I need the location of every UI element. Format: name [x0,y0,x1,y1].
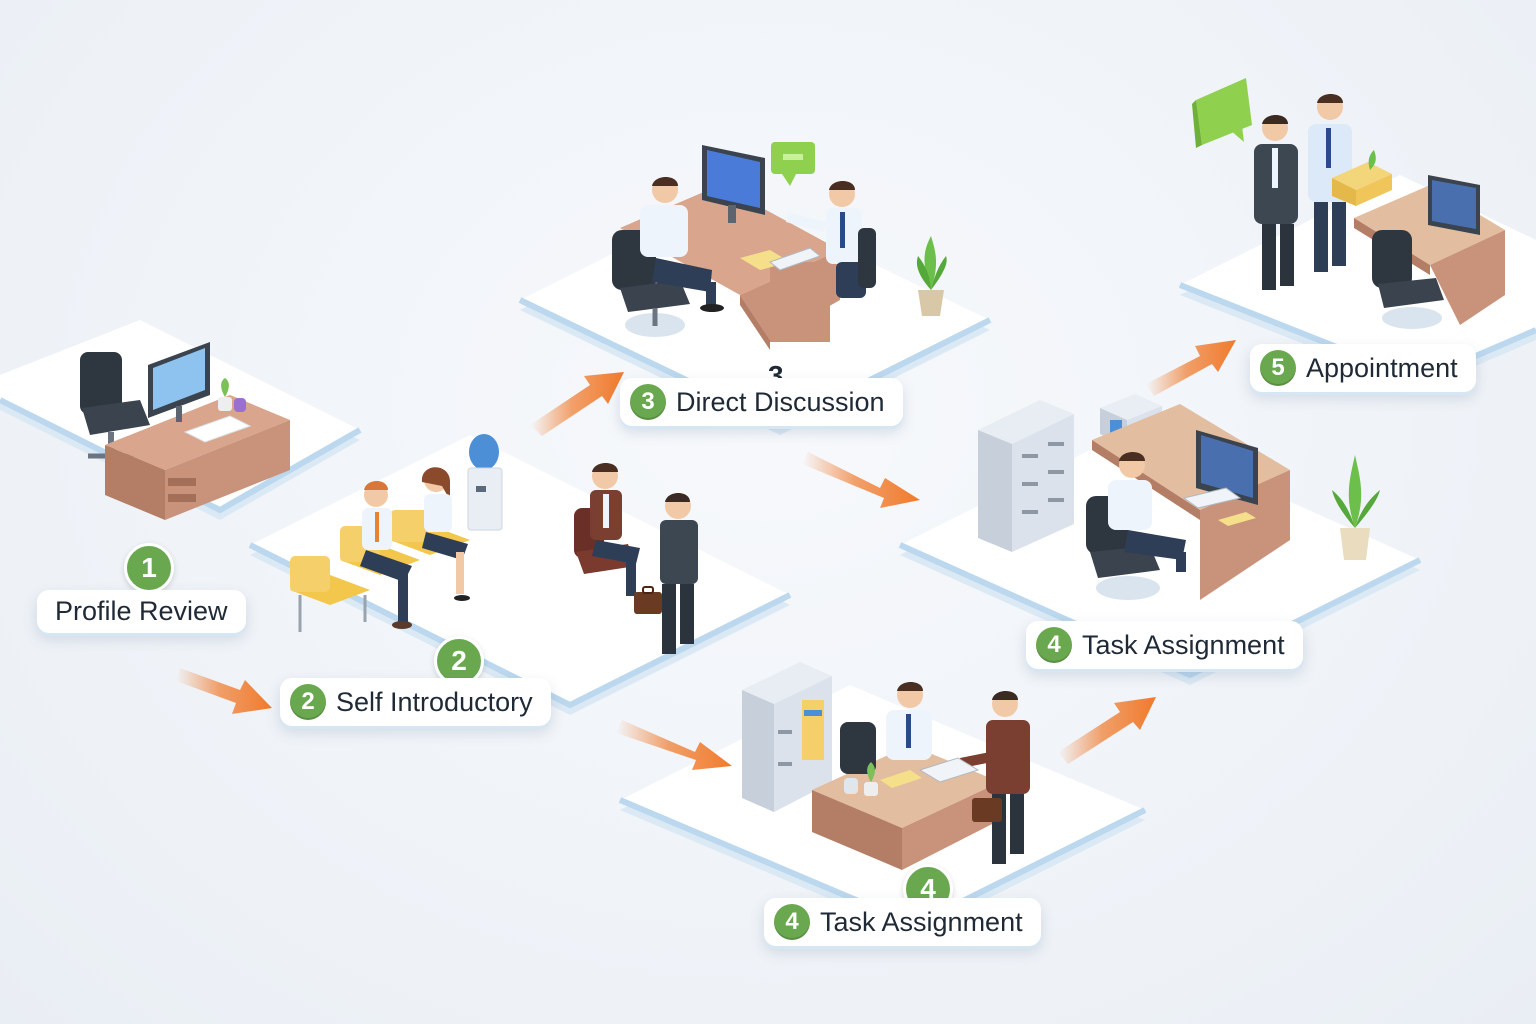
flow-arrow-4-5 [1146,340,1236,396]
briefcase-icon [634,586,662,614]
flow-arrow-4b-4 [1058,697,1156,764]
flow-arrow-3-4 [802,452,920,508]
step-4-label-text-bottom: Task Assignment [820,906,1023,937]
water-cooler-icon [467,434,503,531]
step-4-label-text-right: Task Assignment [1082,629,1285,660]
candidate-icon [786,181,876,298]
speech-bubble-icon [771,142,815,186]
briefcase-icon [972,798,1002,822]
platform-self-introductory [248,435,792,715]
monitor-icon [1196,430,1258,505]
seated-woman-icon [421,467,470,601]
task-assignment-right-scene [978,394,1380,600]
waiting-room-scene [290,434,698,654]
step-5-label-text: Appointment [1306,352,1458,383]
task-assignment-bottom-scene [742,662,1030,870]
step-3-label: 3 Direct Discussion [620,378,903,426]
paper-icon [183,415,252,443]
folder-icon [1218,512,1256,526]
step-4-badge-bottom: 4 [774,904,810,940]
notebook-icon [768,247,822,271]
step-2-badge: 2 [290,684,326,720]
step-4-label-bottom: 4 Task Assignment [764,898,1041,946]
mug-icon [234,398,246,412]
step-5-label: 5 Appointment [1250,344,1476,392]
paper-icon [918,757,980,783]
flow-arrow-2-3 [530,372,624,436]
monitor-icon [148,342,210,422]
profile-review-desk-scene [80,342,290,520]
box-icon [1332,150,1392,206]
mug-icon [844,778,858,794]
plant-icon [916,236,947,316]
office-chair-icon [1372,230,1444,329]
step-4-label-right: 4 Task Assignment [1026,621,1303,669]
step-1-label-text: Profile Review [55,596,228,626]
monitor-icon [702,145,765,223]
step-3-badge: 3 [630,384,666,420]
manager-in-suit-icon [1254,115,1298,290]
plant-icon [218,378,232,411]
monitor-icon [1428,175,1480,235]
direct-discussion-scene [612,142,947,350]
seated-man-icon [360,481,412,629]
filing-cabinet-icon [742,662,832,812]
step-2-label: 2 Self Introductory [280,678,551,726]
flow-arrow-2-4b [616,720,732,770]
step-1-label: Profile Review [37,590,246,633]
speech-bubble-icon [1192,78,1252,148]
step-3-label-text: Direct Discussion [676,386,885,417]
step-5-badge: 5 [1260,350,1296,386]
office-chair-icon [840,722,876,774]
step-1-badge-floating: 1 [124,543,174,593]
desk-icon [105,395,290,520]
plant-icon [864,762,878,796]
seated-interviewer-icon [640,177,724,312]
step-4-badge-right: 4 [1036,627,1072,663]
seated-worker-icon [1108,452,1186,572]
flow-arrow-1-2 [176,668,272,714]
plant-icon [1332,455,1380,560]
seated-manager-icon [886,682,932,760]
appointment-scene [1192,78,1505,329]
interview-handshake-icon [574,463,698,654]
step-2-label-text: Self Introductory [336,686,533,717]
paper-icon [1182,487,1242,509]
filing-cabinet-icon [978,400,1074,552]
folder-icon [880,770,922,788]
